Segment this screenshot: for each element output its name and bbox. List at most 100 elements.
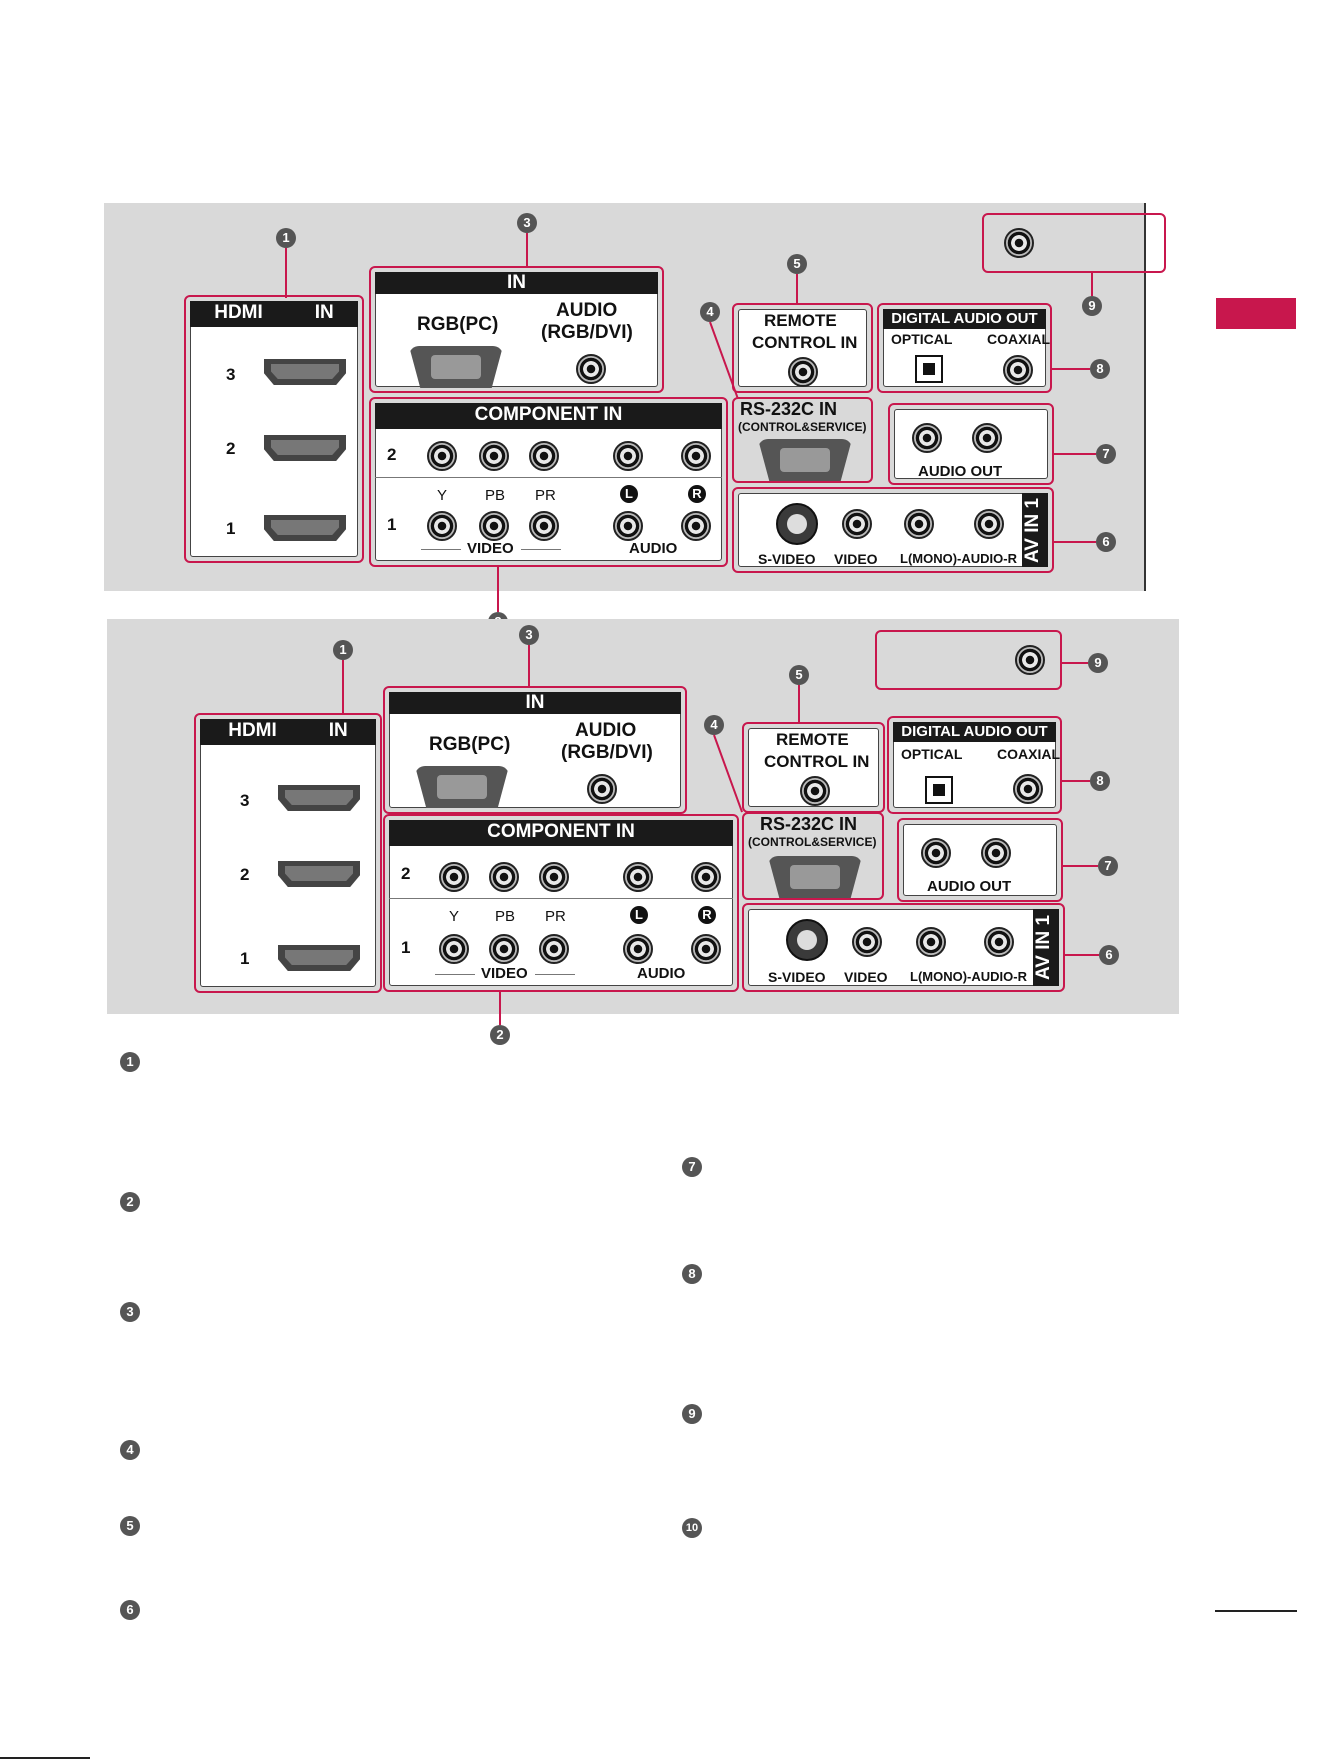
remote-control-group-a: REMOTE CONTROL IN	[732, 303, 873, 393]
av-audio-r-jack[interactable]	[974, 509, 1004, 539]
callout-9-b: 9	[1088, 653, 1108, 673]
video-label: VIDEO	[467, 540, 514, 557]
callout-6-b: 6	[1099, 945, 1119, 965]
component-2-pb[interactable]	[479, 441, 509, 471]
pb-label: PB	[485, 487, 506, 504]
desc-marker-9: 9	[682, 1404, 702, 1424]
component-1-l-b[interactable]	[623, 934, 653, 964]
component-in-header-b: COMPONENT IN	[389, 820, 733, 846]
lmono-audio-r-label: L(MONO)-AUDIO-R	[900, 551, 1017, 566]
hdmi-label: HDMI	[214, 302, 263, 323]
port-10-jack-b[interactable]	[1015, 645, 1045, 675]
hdmi-3-label-b: 3	[240, 791, 250, 810]
callout-9: 9	[1082, 296, 1102, 316]
digital-audio-out-group-a: DIGITAL AUDIO OUT OPTICAL COAXIAL	[877, 303, 1052, 393]
component-1-y[interactable]	[427, 511, 457, 541]
component-1-r[interactable]	[681, 511, 711, 541]
component-2-l[interactable]	[613, 441, 643, 471]
component-2-l-b[interactable]	[623, 862, 653, 892]
hdmi-2-port-b[interactable]	[278, 861, 360, 887]
coaxial-jack-b[interactable]	[1013, 774, 1043, 804]
lmono-audio-r-label-b: L(MONO)-AUDIO-R	[910, 969, 1027, 984]
hdmi-1-label: 1	[226, 519, 236, 538]
optical-port[interactable]	[915, 355, 943, 383]
audio-out-r[interactable]	[972, 423, 1002, 453]
av-audio-l-jack-b[interactable]	[916, 927, 946, 957]
component-1-r-b[interactable]	[691, 934, 721, 964]
hdmi-1-label-b: 1	[240, 949, 250, 968]
component-2-y[interactable]	[427, 441, 457, 471]
port-10-box-b	[875, 630, 1062, 690]
component-1-label-b: 1	[401, 938, 411, 957]
callout-8: 8	[1090, 359, 1110, 379]
component-2-label-b: 2	[401, 864, 411, 883]
control-service-label: (CONTROL&SERVICE)	[738, 420, 867, 434]
optical-label: OPTICAL	[891, 331, 953, 347]
component-2-pr-b[interactable]	[539, 862, 569, 892]
remote-control-jack-b[interactable]	[800, 776, 830, 806]
hdmi-3-port-b[interactable]	[278, 785, 360, 811]
desc-marker-10: 10	[682, 1518, 702, 1538]
component-1-y-b[interactable]	[439, 934, 469, 964]
component-2-pr[interactable]	[529, 441, 559, 471]
av-in-1-group-a: AV IN 1 S-VIDEO VIDEO L(MONO)-AUDIO-R	[732, 487, 1054, 573]
r-label: R	[688, 485, 706, 503]
component-1-pb[interactable]	[479, 511, 509, 541]
in-header: IN	[375, 272, 658, 294]
callout-3: 3	[517, 213, 537, 233]
s-video-label-b: S-VIDEO	[768, 969, 826, 985]
component-1-l[interactable]	[613, 511, 643, 541]
component-2-r[interactable]	[681, 441, 711, 471]
av-video-jack-b[interactable]	[852, 927, 882, 957]
l-label: L	[620, 485, 638, 503]
component-1-pr[interactable]	[529, 511, 559, 541]
rgb-audio-jack-b[interactable]	[587, 774, 617, 804]
rs232-port-b[interactable]	[768, 856, 862, 898]
audio-small-label: AUDIO	[629, 540, 678, 557]
desc-marker-8: 8	[682, 1264, 702, 1284]
component-2-y-b[interactable]	[439, 862, 469, 892]
coaxial-jack[interactable]	[1003, 355, 1033, 385]
callout-7: 7	[1096, 444, 1116, 464]
audio-out-r-b[interactable]	[981, 838, 1011, 868]
hdmi-2-label-b: 2	[240, 865, 250, 884]
hdmi-in-label-b: IN	[328, 720, 348, 741]
port-10-jack[interactable]	[1004, 228, 1034, 258]
audio-out-l[interactable]	[912, 423, 942, 453]
av-audio-l-jack[interactable]	[904, 509, 934, 539]
hdmi-2-port[interactable]	[264, 435, 346, 461]
digital-audio-out-header-b: DIGITAL AUDIO OUT	[893, 722, 1056, 742]
component-1-pb-b[interactable]	[489, 934, 519, 964]
optical-port-b[interactable]	[925, 776, 953, 804]
rgb-dvi-label-b: (RGB/DVI)	[561, 742, 653, 763]
component-2-label: 2	[387, 445, 397, 464]
pr-label-b: PR	[545, 908, 566, 925]
audio-out-l-b[interactable]	[921, 838, 951, 868]
remote-control-jack[interactable]	[788, 357, 818, 387]
r-label-b: R	[698, 906, 716, 924]
callout-5: 5	[787, 254, 807, 274]
s-video-port-b[interactable]	[786, 919, 828, 961]
component-2-pb-b[interactable]	[489, 862, 519, 892]
component-2-r-b[interactable]	[691, 862, 721, 892]
hdmi-1-port-b[interactable]	[278, 945, 360, 971]
rgb-audio-jack[interactable]	[576, 354, 606, 384]
rgb-pc-port-b[interactable]	[415, 766, 509, 808]
hdmi-1-port[interactable]	[264, 515, 346, 541]
audio-out-group-a: AUDIO OUT	[888, 403, 1054, 485]
hdmi-3-port[interactable]	[264, 359, 346, 385]
rs232-port[interactable]	[758, 439, 852, 481]
av-video-jack[interactable]	[842, 509, 872, 539]
desc-marker-4: 4	[120, 1440, 140, 1460]
rgb-pc-port[interactable]	[409, 346, 503, 388]
av-audio-r-jack-b[interactable]	[984, 927, 1014, 957]
desc-marker-3: 3	[120, 1302, 140, 1322]
audio-small-label-b: AUDIO	[637, 965, 686, 982]
callout-6: 6	[1096, 532, 1116, 552]
component-1-pr-b[interactable]	[539, 934, 569, 964]
desc-marker-6: 6	[120, 1600, 140, 1620]
component-in-group-b: COMPONENT IN 2 Y PB PR L R 1 VIDEO AUDIO	[383, 814, 739, 992]
page-number-rule	[1215, 1610, 1297, 1612]
s-video-port[interactable]	[776, 503, 818, 545]
av-in-1-label-b: AV IN 1	[1033, 909, 1059, 986]
